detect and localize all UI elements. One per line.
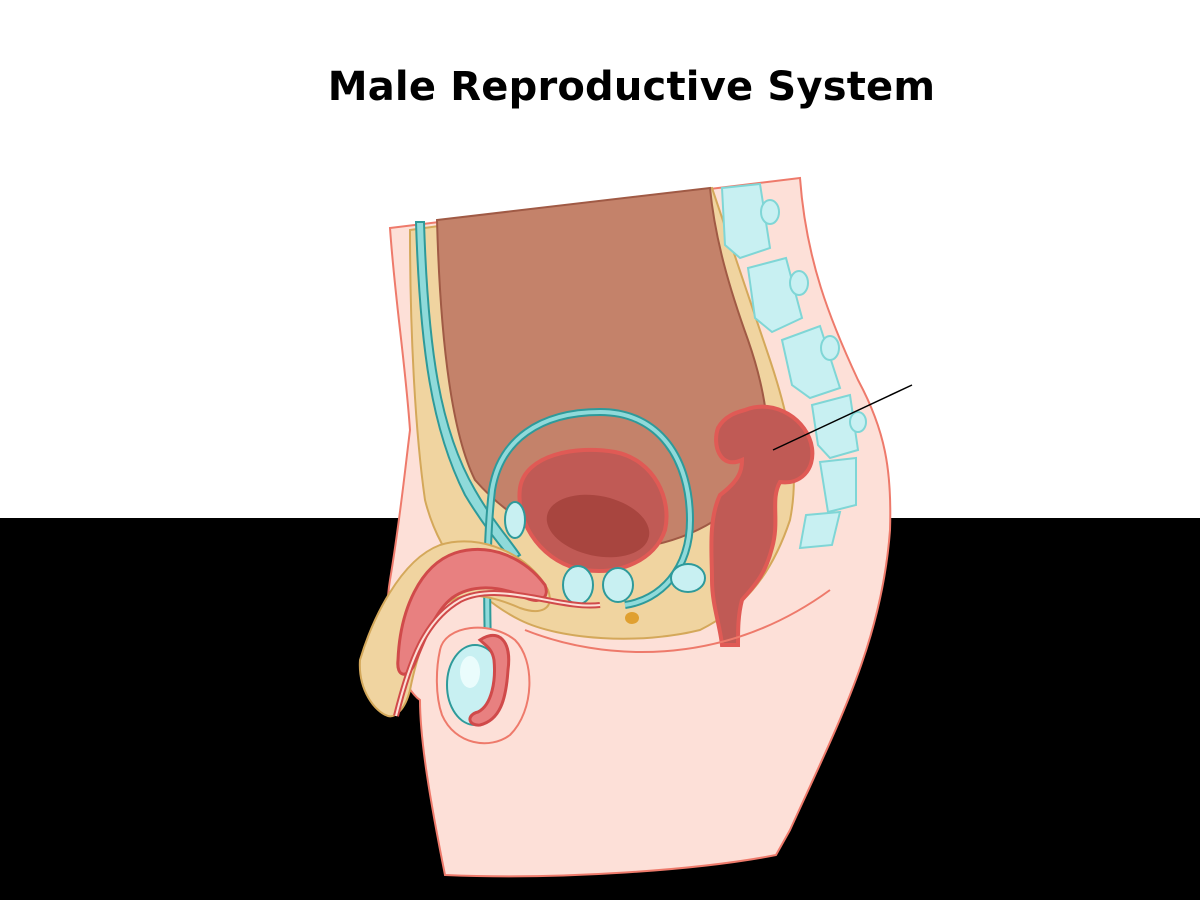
vertebra-6 xyxy=(798,510,842,550)
diagram-title: Male Reproductive System xyxy=(327,64,936,110)
vertebra-process-2 xyxy=(789,270,809,296)
front-duct xyxy=(414,221,522,562)
seminal-vesicle-left xyxy=(562,565,594,605)
vertebra-process-1 xyxy=(760,199,780,225)
epididymis xyxy=(468,633,511,727)
bladder-inner xyxy=(546,494,650,558)
colon xyxy=(709,404,815,647)
vertebra-1 xyxy=(720,182,772,260)
spine xyxy=(720,182,867,550)
testis-highlight xyxy=(460,656,480,688)
vertebra-2 xyxy=(746,256,804,334)
seminal-vesicle-right xyxy=(602,567,634,603)
pointer-line xyxy=(772,384,913,451)
vertebra-process-3 xyxy=(820,335,840,361)
seminal-vesicle-back xyxy=(670,563,706,593)
small-gland xyxy=(625,612,639,624)
vertebra-5 xyxy=(818,456,857,514)
bulbourethral-gland xyxy=(504,501,526,539)
urethra-inner xyxy=(395,592,601,717)
vertebra-4 xyxy=(810,393,860,460)
vertebra-process-4 xyxy=(849,411,867,433)
thigh-fold xyxy=(524,589,831,654)
abdominal-cavity xyxy=(435,186,770,552)
